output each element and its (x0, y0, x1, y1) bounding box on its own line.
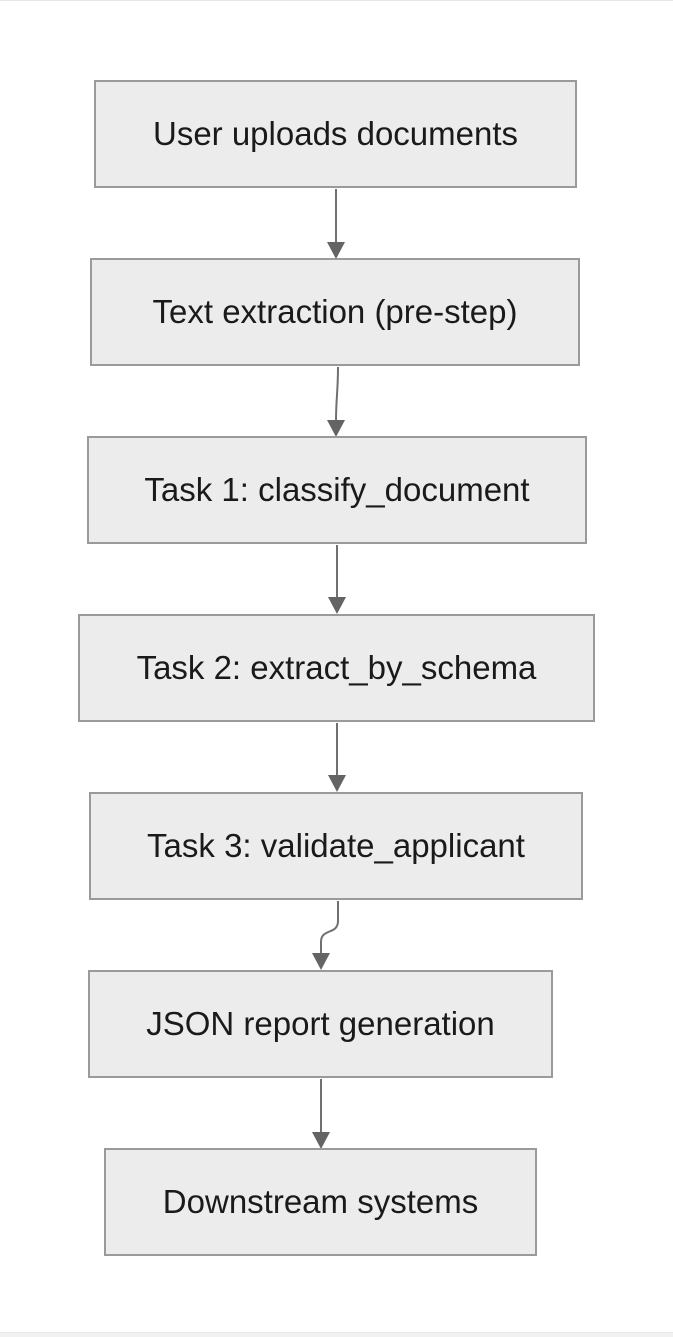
flow-node-task3-validate-applicant: Task 3: validate_applicant (89, 792, 583, 900)
node-label: JSON report generation (146, 1004, 495, 1042)
flow-node-task1-classify-document: Task 1: classify_document (87, 436, 587, 544)
flow-node-downstream-systems: Downstream systems (104, 1148, 537, 1256)
node-label: Task 2: extract_by_schema (136, 648, 537, 686)
node-label: User uploads documents (152, 114, 519, 152)
node-label: Text extraction (pre-step) (152, 292, 518, 330)
arrow-task1-to-task2 (328, 545, 346, 614)
flow-node-text-extraction: Text extraction (pre-step) (90, 258, 580, 366)
window-bottom-edge (0, 1332, 673, 1337)
node-label: Downstream systems (162, 1182, 479, 1220)
node-label: Task 3: validate_applicant (147, 826, 525, 864)
flow-node-task2-extract-by-schema: Task 2: extract_by_schema (78, 614, 595, 722)
flow-node-user-uploads-documents: User uploads documents (94, 80, 577, 188)
arrow-report-to-downstream (312, 1079, 330, 1149)
flow-node-json-report-generation: JSON report generation (88, 970, 553, 1078)
node-label: Task 1: classify_document (144, 470, 530, 508)
arrow-text-extraction-to-task1 (327, 366, 345, 437)
arrow-task3-to-report (312, 901, 339, 970)
arrow-upload-to-text-extraction (327, 189, 345, 259)
arrow-task2-to-task3 (328, 723, 346, 792)
